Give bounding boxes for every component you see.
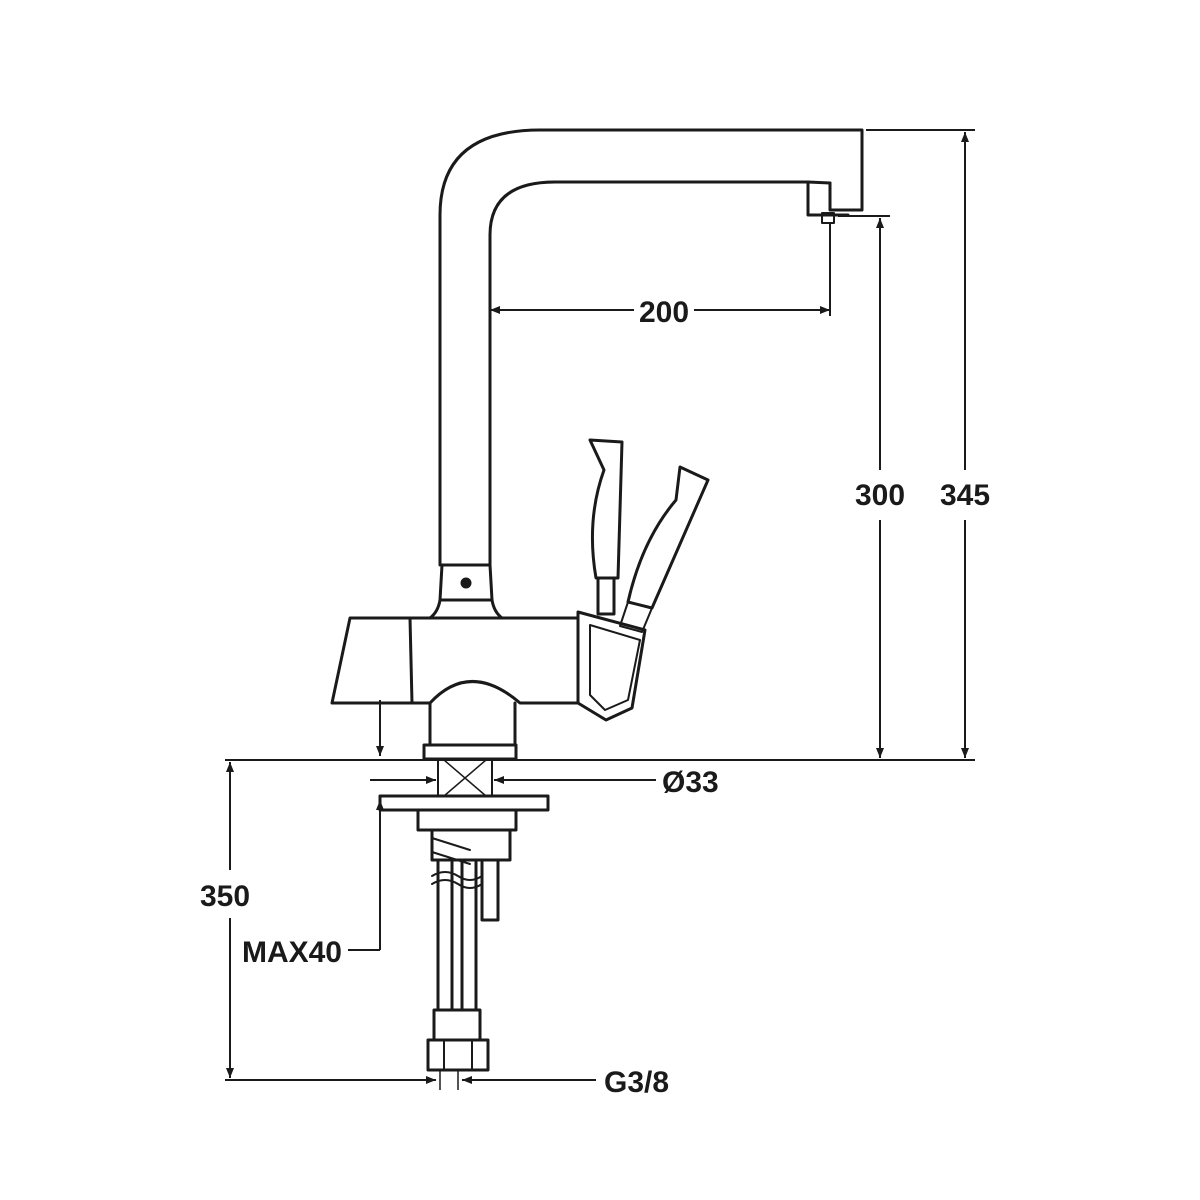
dim-33-label: Ø33	[662, 766, 719, 799]
dim-200-label: 200	[639, 296, 689, 329]
dim-350-label: 350	[200, 880, 250, 913]
valve-block	[576, 610, 647, 722]
dim-345-label: 345	[940, 479, 990, 512]
lever-handle-right	[619, 465, 710, 633]
threaded-rod	[480, 858, 500, 922]
dim-g38-label: G3/8	[604, 1066, 669, 1099]
spout	[438, 128, 864, 567]
mounting-hardware	[378, 759, 550, 865]
lever-handle-left	[588, 438, 624, 616]
supply-hoses	[426, 860, 490, 1072]
spout-collar	[438, 563, 494, 602]
dim-300-label: 300	[855, 479, 905, 512]
faucet-body	[330, 598, 580, 761]
dim-max40-label: MAX40	[242, 936, 342, 969]
